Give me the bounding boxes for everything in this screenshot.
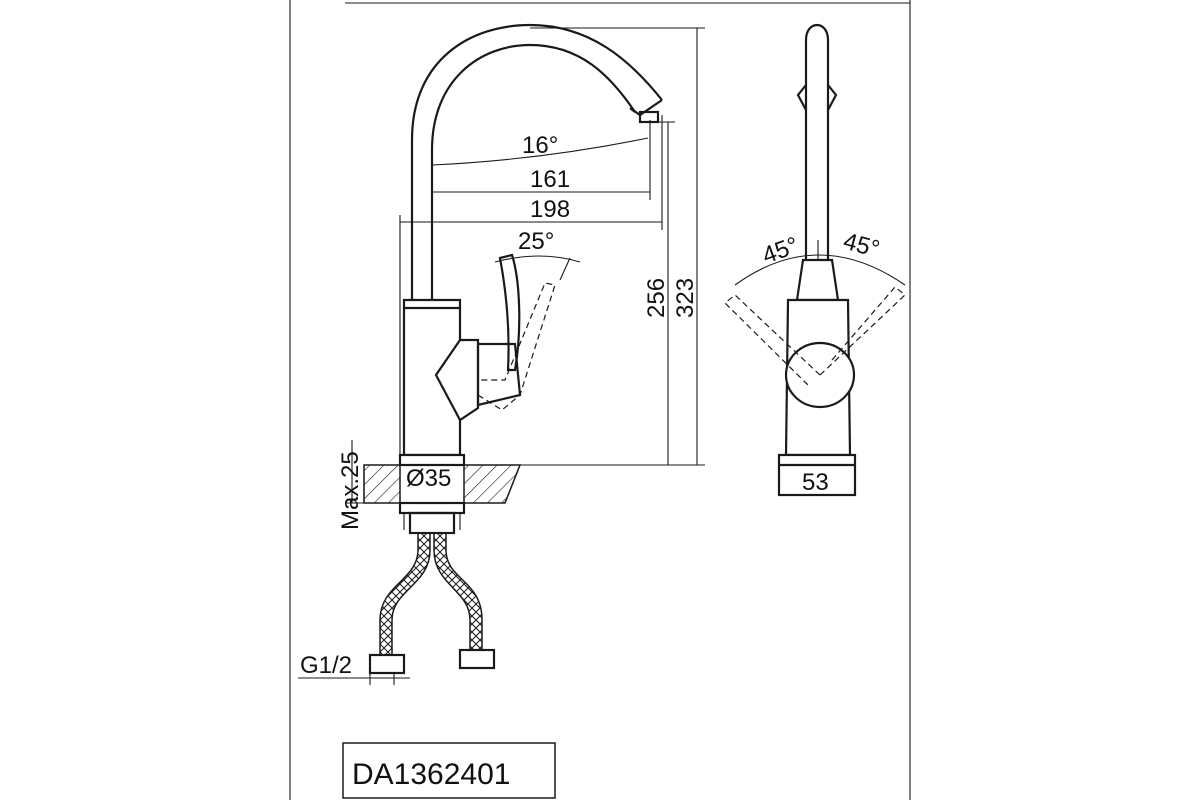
arc-25 bbox=[494, 255, 581, 263]
swivel-left bbox=[724, 294, 821, 386]
label-max-thickness: Max.25 bbox=[337, 451, 364, 530]
countertop-right bbox=[463, 464, 522, 504]
hose-left bbox=[379, 532, 431, 661]
side-spout-base bbox=[795, 258, 840, 302]
label-swivel-left: 45° bbox=[759, 232, 802, 270]
label-handle-angle: 25° bbox=[518, 228, 554, 255]
label-base-width: 53 bbox=[802, 469, 829, 496]
side-base bbox=[777, 453, 857, 497]
model-number: DA1362401 bbox=[352, 758, 510, 791]
swivel-right bbox=[819, 286, 906, 376]
label-height-323: 323 bbox=[672, 278, 699, 318]
label-reach-198: 198 bbox=[530, 196, 570, 223]
side-spout bbox=[804, 23, 830, 260]
label-spout-angle: 16° bbox=[522, 132, 558, 159]
aerator bbox=[629, 99, 663, 117]
spout-inner bbox=[430, 43, 636, 300]
side-view bbox=[724, 23, 906, 497]
mounting-nut bbox=[398, 501, 466, 515]
front-view bbox=[298, 23, 705, 685]
label-hose-thread: G1/2 bbox=[300, 652, 352, 679]
cartridge bbox=[434, 338, 480, 422]
hose-nut-right bbox=[458, 648, 496, 670]
lever-tilted bbox=[477, 282, 556, 411]
countertop-left bbox=[363, 464, 401, 504]
model-box bbox=[342, 742, 556, 799]
label-height-256: 256 bbox=[643, 278, 670, 318]
hose-nut-left bbox=[368, 653, 406, 675]
swivel-arc bbox=[734, 254, 906, 286]
body-base bbox=[398, 453, 466, 467]
hose-right bbox=[433, 532, 483, 656]
lever-handle bbox=[498, 253, 521, 372]
cartridge-cap bbox=[476, 342, 522, 407]
label-mount-hole: Ø35 bbox=[406, 465, 451, 492]
arc-16 bbox=[431, 137, 649, 166]
label-reach-161: 161 bbox=[530, 166, 570, 193]
spout-outer bbox=[410, 23, 663, 300]
